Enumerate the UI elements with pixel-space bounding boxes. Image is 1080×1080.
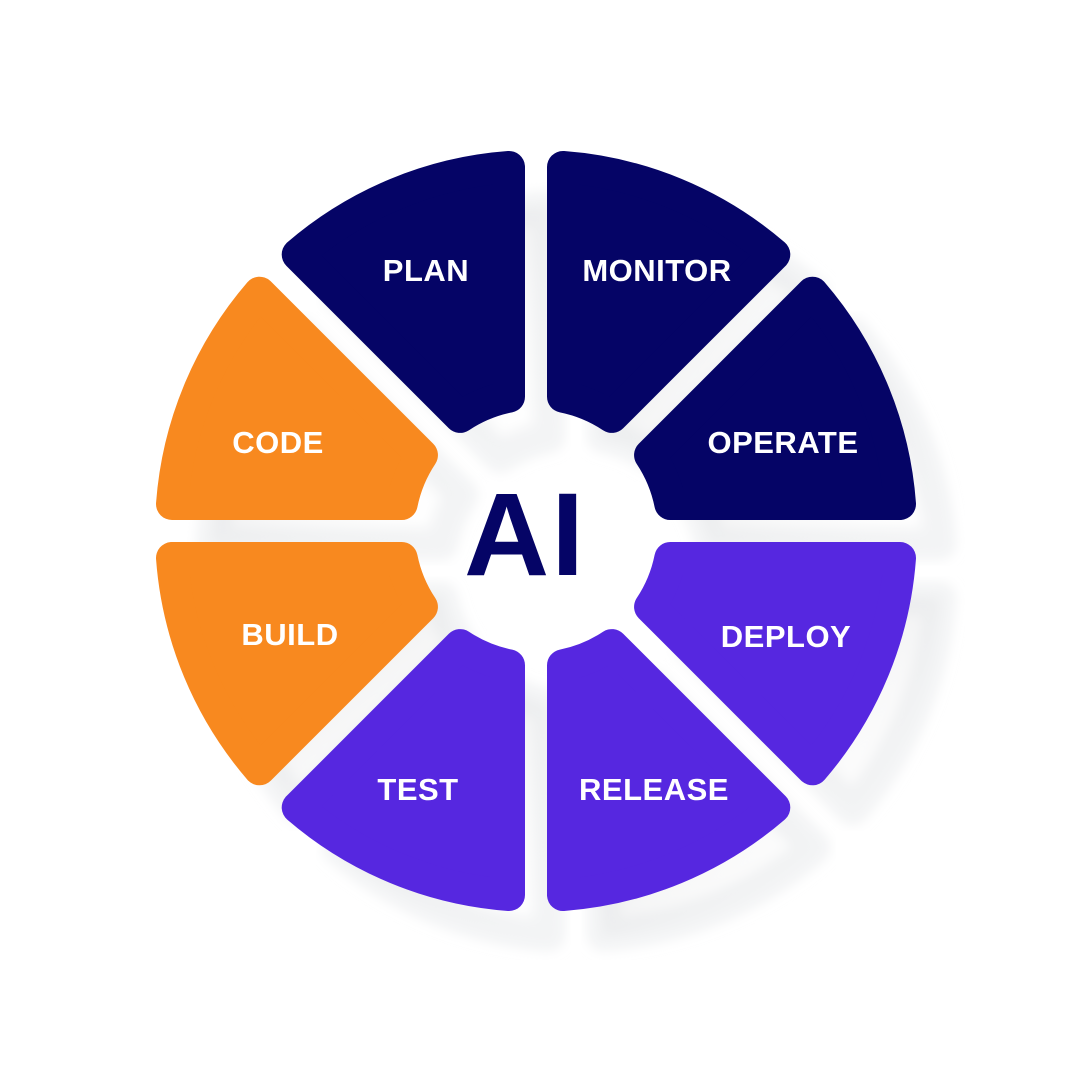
segment-test [281, 629, 525, 911]
segment-deploy [634, 542, 916, 786]
segment-code [156, 276, 438, 520]
segment-label-plan: PLAN [382, 253, 470, 288]
segment-label-release: RELEASE [579, 772, 729, 807]
segment-label-code: CODE [232, 425, 324, 460]
segment-label-monitor: MONITOR [582, 253, 732, 288]
segment-label-deploy: DEPLOY [720, 619, 852, 654]
segment-monitor [547, 151, 791, 433]
segment-operate [634, 276, 916, 520]
segment-label-test: TEST [377, 772, 459, 807]
segment-build [156, 542, 438, 786]
segment-label-operate: OPERATE [707, 425, 859, 460]
center-label: AI [464, 469, 586, 601]
segment-label-build: BUILD [241, 617, 339, 652]
segment-plan [281, 151, 525, 433]
segment-release [547, 629, 791, 911]
